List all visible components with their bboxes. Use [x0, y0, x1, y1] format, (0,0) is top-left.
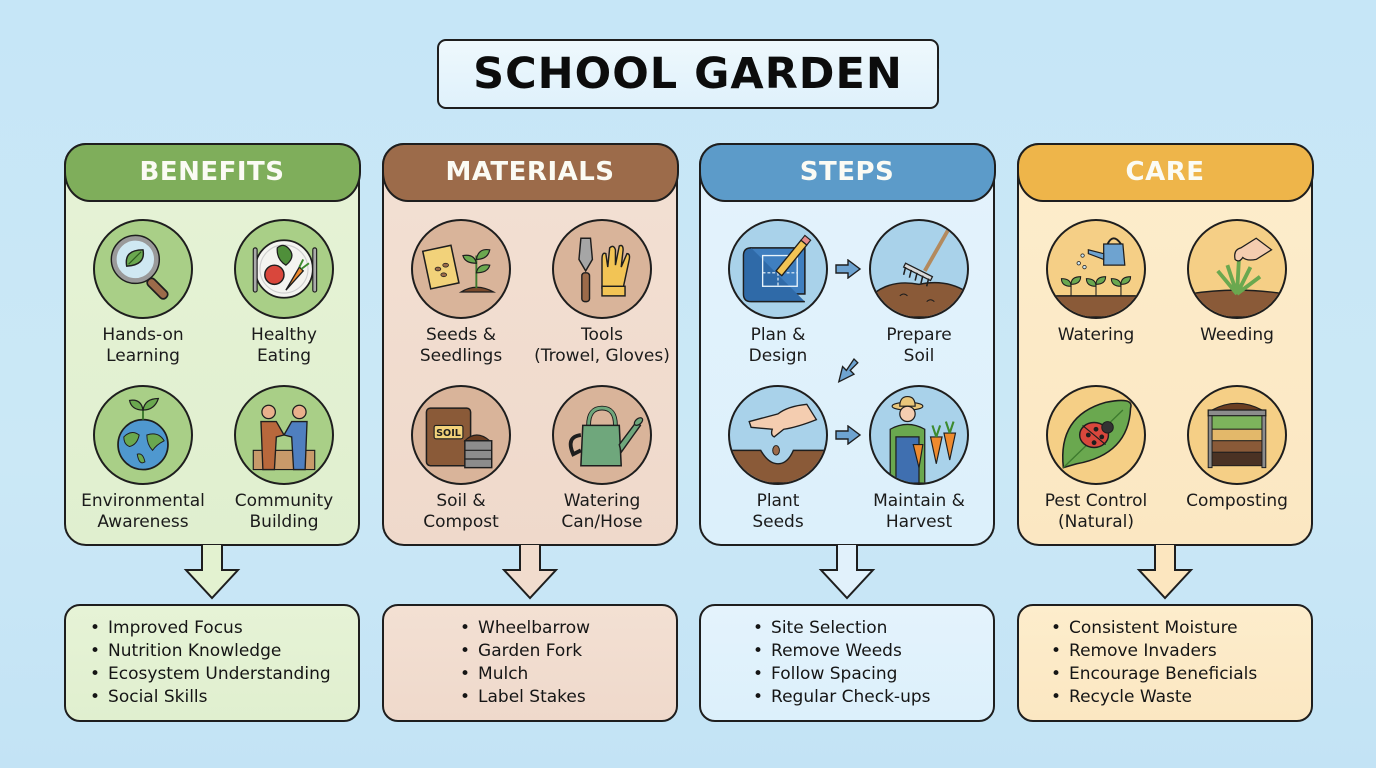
steps-list-box: Site Selection Remove Weeds Follow Spaci…: [699, 604, 995, 722]
item-label: Seeds & Seedlings: [419, 325, 503, 366]
list-item: Remove Invaders: [1051, 640, 1257, 663]
material-item-watering-can: Watering Can/Hose: [532, 385, 672, 533]
benefits-list-box: Improved Focus Nutrition Knowledge Ecosy…: [64, 604, 360, 722]
soil-bag-icon: SOIL: [411, 385, 511, 485]
farmer-carrots-icon: [869, 385, 969, 485]
arrow-down-icon: [818, 544, 876, 600]
care-panel: CARE Watering: [1016, 142, 1314, 546]
item-label: Plant Seeds: [752, 491, 804, 532]
item-label: Pest Control (Natural): [1044, 491, 1148, 532]
list-item: Improved Focus: [90, 617, 331, 640]
compost-bin-icon: [1187, 385, 1287, 485]
steps-header: STEPS: [698, 142, 996, 202]
care-header: CARE: [1016, 142, 1314, 202]
benefit-item-healthy-eating: Healthy Eating: [214, 219, 354, 367]
care-item-pest-control: Pest Control (Natural): [1026, 385, 1166, 533]
arrow-right-icon: [835, 259, 862, 279]
care-item-composting: Composting: [1167, 385, 1307, 512]
page-title: SCHOOL GARDEN: [473, 49, 903, 99]
arrow-down-icon: [1136, 544, 1194, 600]
item-label: Plan & Design: [748, 325, 808, 366]
materials-header: MATERIALS: [381, 142, 679, 202]
list-item: Mulch: [460, 663, 590, 686]
care-item-weeding: Weeding: [1167, 219, 1307, 346]
benefits-title: BENEFITS: [139, 157, 285, 187]
care-list: Consistent Moisture Remove Invaders Enco…: [1051, 617, 1257, 709]
step-item-plan-design: Plan & Design: [708, 219, 848, 367]
seed-packet-icon: [411, 219, 511, 319]
list-item: Consistent Moisture: [1051, 617, 1257, 640]
material-item-seeds: Seeds & Seedlings: [391, 219, 531, 367]
item-label: Environmental Awareness: [81, 491, 205, 532]
item-label: Healthy Eating: [251, 325, 317, 366]
item-label: Community Building: [234, 491, 334, 532]
benefits-list: Improved Focus Nutrition Knowledge Ecosy…: [90, 617, 331, 709]
steps-list: Site Selection Remove Weeds Follow Spaci…: [753, 617, 931, 709]
item-label: Soil & Compost: [423, 491, 499, 532]
benefit-item-hands-on-learning: Hands-on Learning: [73, 219, 213, 367]
list-item: Recycle Waste: [1051, 686, 1257, 709]
list-item: Encourage Beneficials: [1051, 663, 1257, 686]
list-item: Wheelbarrow: [460, 617, 590, 640]
list-item: Social Skills: [90, 686, 331, 709]
steps-title: STEPS: [799, 157, 895, 187]
materials-list-box: Wheelbarrow Garden Fork Mulch Label Stak…: [382, 604, 678, 722]
step-item-prepare-soil: Prepare Soil: [849, 219, 989, 367]
item-label: Hands-on Learning: [102, 325, 184, 366]
benefit-item-environmental-awareness: Environmental Awareness: [73, 385, 213, 533]
ladybug-leaf-icon: [1046, 385, 1146, 485]
list-item: Ecosystem Understanding: [90, 663, 331, 686]
material-item-soil-compost: SOIL Soil & Compost: [391, 385, 531, 533]
hand-planting-seed-icon: [728, 385, 828, 485]
list-item: Label Stakes: [460, 686, 590, 709]
list-item: Remove Weeds: [753, 640, 931, 663]
arrow-down-icon: [183, 544, 241, 600]
handshake-icon: [234, 385, 334, 485]
materials-list: Wheelbarrow Garden Fork Mulch Label Stak…: [460, 617, 590, 709]
step-item-maintain-harvest: Maintain & Harvest: [849, 385, 989, 533]
list-item: Site Selection: [753, 617, 931, 640]
item-label: Prepare Soil: [886, 325, 952, 366]
materials-title: MATERIALS: [445, 157, 615, 187]
benefits-panel: BENEFITS Hands-on Learning: [63, 142, 361, 546]
arrow-down-icon: [501, 544, 559, 600]
globe-sprout-icon: [93, 385, 193, 485]
item-label: Maintain & Harvest: [873, 491, 965, 532]
care-list-box: Consistent Moisture Remove Invaders Enco…: [1017, 604, 1313, 722]
blueprint-pencil-icon: [728, 219, 828, 319]
arrow-diagonal-icon: [837, 357, 859, 384]
item-label: Composting: [1186, 491, 1288, 511]
steps-panel: STEPS Plan & Design Prep: [698, 142, 996, 546]
watering-can-icon: [552, 385, 652, 485]
step-item-plant-seeds: Plant Seeds: [708, 385, 848, 533]
rake-soil-icon: [869, 219, 969, 319]
benefits-header: BENEFITS: [63, 142, 361, 202]
list-item: Nutrition Knowledge: [90, 640, 331, 663]
item-label: Watering Can/Hose: [561, 491, 643, 532]
hand-pulling-weed-icon: [1187, 219, 1287, 319]
svg-text:SOIL: SOIL: [436, 428, 461, 439]
benefit-item-community-building: Community Building: [214, 385, 354, 533]
watering-plants-icon: [1046, 219, 1146, 319]
list-item: Follow Spacing: [753, 663, 931, 686]
care-title: CARE: [1125, 157, 1205, 187]
list-item: Regular Check-ups: [753, 686, 930, 709]
plate-vegetables-icon: [234, 219, 334, 319]
materials-panel: MATERIALS Seeds & Seedlings: [381, 142, 679, 546]
arrow-right-icon: [835, 425, 862, 445]
care-item-watering: Watering: [1026, 219, 1166, 346]
list-item: Garden Fork: [460, 640, 590, 663]
title-box: SCHOOL GARDEN: [437, 39, 939, 109]
material-item-tools: Tools (Trowel, Gloves): [532, 219, 672, 367]
item-label: Watering: [1057, 325, 1135, 345]
item-label: Weeding: [1200, 325, 1274, 345]
magnifier-leaf-icon: [93, 219, 193, 319]
item-label: Tools (Trowel, Gloves): [534, 325, 670, 366]
trowel-gloves-icon: [552, 219, 652, 319]
